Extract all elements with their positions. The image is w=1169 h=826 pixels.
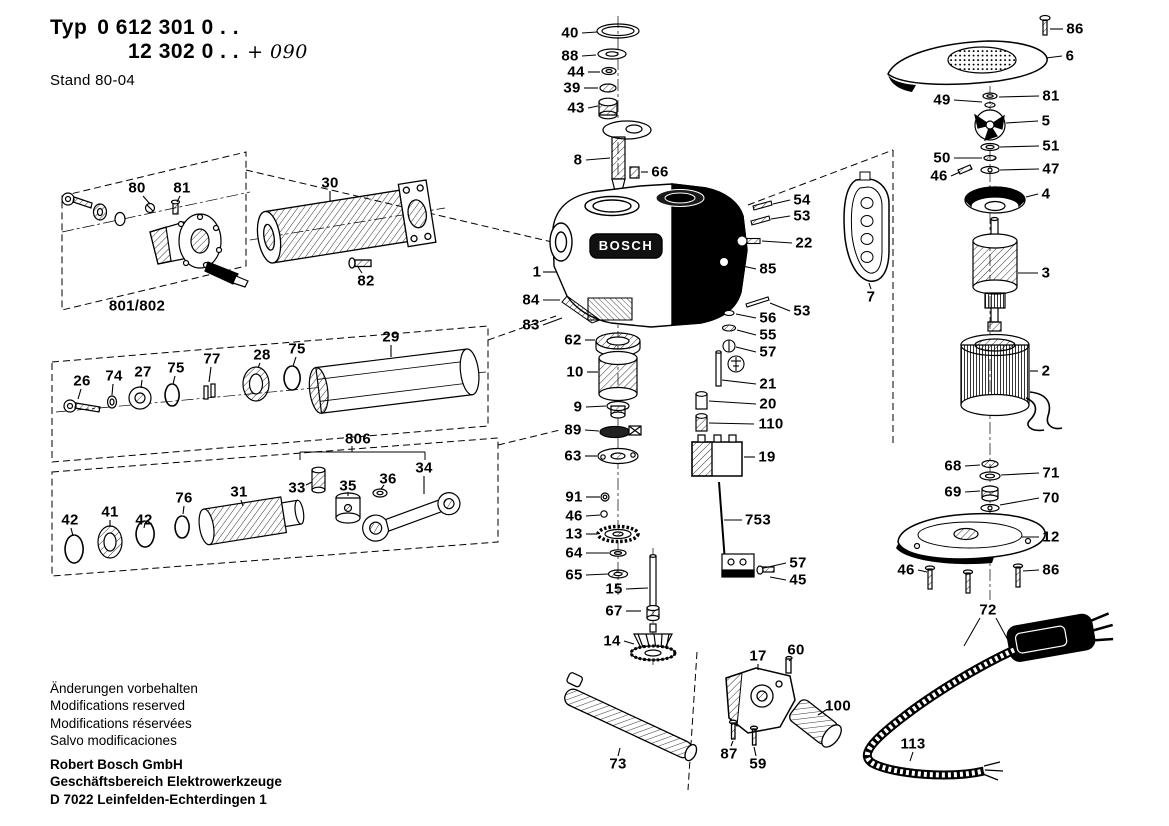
- leader-line-68: [964, 464, 981, 467]
- leader-line-73: [617, 747, 621, 757]
- spindle-assembly-801: [61, 192, 249, 288]
- leader-line-75: [172, 375, 176, 385]
- leader-line-36: [380, 484, 385, 490]
- leader-line-60: [788, 657, 793, 662]
- type-number-addition: + 090: [247, 41, 308, 63]
- leader-line-47: [999, 168, 1040, 171]
- leader-line-15: [625, 587, 649, 590]
- motor-assembly: [887, 14, 1063, 432]
- leader-line-81: [998, 95, 1040, 98]
- leader-line-113: [909, 751, 914, 762]
- type-number-line2: 12 302 0 . .: [128, 40, 240, 63]
- leader-line-31: [240, 499, 244, 507]
- leader-line-21: [721, 379, 757, 385]
- leader-line-53: [770, 215, 791, 220]
- leader-line-53: [769, 302, 791, 312]
- company-division: Geschäftsbereich Elektrowerkzeuge: [50, 774, 282, 790]
- leader-line-46: [917, 569, 928, 573]
- leader-line-89: [584, 429, 600, 432]
- leader-line-9: [585, 405, 607, 408]
- leader-line-22: [761, 240, 793, 244]
- leader-line-65: [585, 573, 609, 576]
- centerlines: [55, 16, 991, 668]
- leader-line-27: [140, 379, 143, 389]
- leader-line-4: [1025, 193, 1039, 198]
- leader-line-57: [735, 346, 757, 353]
- bearing-plate-parts: [896, 459, 1046, 594]
- leader-line-33: [305, 481, 313, 486]
- leader-line-45: [769, 576, 787, 581]
- leader-line-42: [70, 527, 74, 537]
- handle: [843, 171, 890, 282]
- title-block: Typ 0 612 301 0 . . 12 302 0 . . + 090 Sta…: [50, 16, 308, 89]
- leader-line-59: [753, 746, 757, 757]
- power-cord: [862, 612, 1114, 781]
- leader-line-49: [953, 99, 983, 103]
- leader-line-43: [587, 105, 599, 109]
- leader-line-77: [208, 366, 212, 383]
- leader-line-71: [1000, 472, 1040, 476]
- leader-line-55: [736, 329, 757, 336]
- leader-line-87: [730, 740, 734, 747]
- leader-line-56: [735, 313, 757, 319]
- leader-line-40: [581, 31, 598, 34]
- hammer-tube-parts: [63, 348, 480, 414]
- revision-date: Stand 80-04: [50, 72, 136, 89]
- leader-line-20: [708, 400, 757, 405]
- leader-line-74: [111, 383, 114, 396]
- bosch-logo: BOSCH: [599, 238, 653, 253]
- note-line: Modifications reserved: [50, 698, 186, 714]
- leader-line-69: [964, 490, 981, 493]
- leader-line-83: [542, 317, 563, 326]
- cylinder-30: [256, 179, 437, 269]
- leader-line-100: [817, 709, 827, 716]
- leader-line-14: [623, 640, 635, 645]
- leader-line-110: [708, 422, 755, 425]
- type-number-line1: 0 612 301 0 . .: [97, 16, 240, 39]
- handle-base-parts: [564, 655, 842, 762]
- leader-line-8: [585, 157, 611, 161]
- leader-line-51: [999, 145, 1040, 148]
- leader-line-81: [176, 195, 181, 203]
- leader-line-5: [1005, 120, 1039, 124]
- leader-line-7: [868, 282, 872, 290]
- company-address: D 7022 Leinfelden-Echterdingen 1: [50, 791, 267, 807]
- leader-line-86: [1022, 569, 1040, 572]
- leader-line-28: [257, 362, 261, 369]
- type-prefix: Typ: [50, 16, 88, 39]
- leader-line-26: [77, 388, 82, 400]
- leader-line-82: [357, 266, 363, 274]
- company-name: Robert Bosch GmbH: [50, 757, 183, 773]
- leader-line-57: [763, 562, 787, 569]
- leader-line-70: [999, 497, 1040, 506]
- legal-block: Änderungen vorbehalten Modifications res…: [50, 680, 282, 808]
- piston-parts: [64, 446, 461, 564]
- spindle-parts-bottom: [595, 332, 677, 662]
- housing-fasteners: [721, 200, 773, 373]
- leader-lines: [70, 28, 1063, 762]
- leader-line-75: [292, 356, 297, 367]
- leader-line-76: [182, 505, 185, 515]
- leader-line-88: [581, 54, 597, 57]
- leader-line-54: [772, 199, 791, 205]
- leader-line-46: [585, 514, 601, 517]
- gear-housing: BOSCH: [549, 183, 748, 328]
- note-line: Modifications réservées: [50, 715, 192, 731]
- note-line: Salvo modificaciones: [50, 732, 177, 748]
- note-line: Änderungen vorbehalten: [50, 681, 198, 696]
- leader-line-46: [950, 171, 961, 177]
- leader-line-42: [143, 522, 146, 529]
- leader-line-85: [728, 262, 757, 270]
- leader-line-6: [1045, 55, 1063, 59]
- switch-parts: [691, 350, 775, 578]
- leader-line-80: [142, 195, 151, 205]
